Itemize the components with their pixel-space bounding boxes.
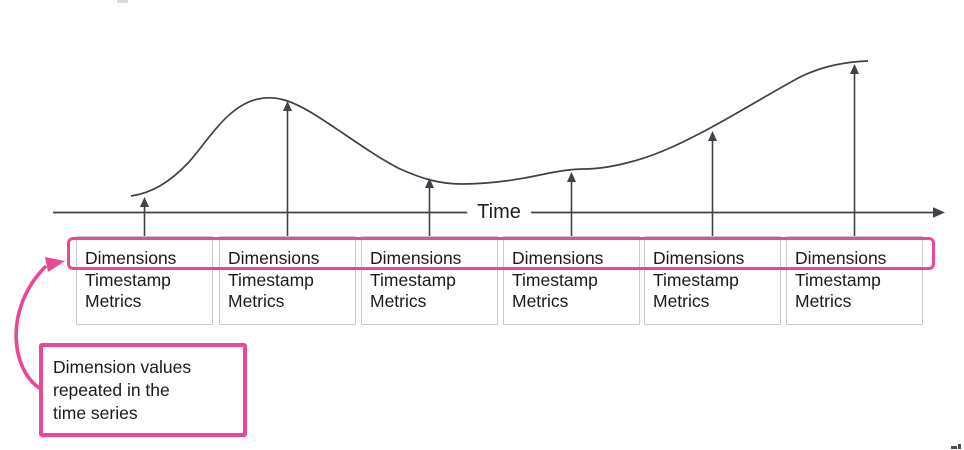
record-timestamp-label: Timestamp <box>653 269 739 290</box>
record-box-6: Dimensions Timestamp Metrics <box>786 236 923 325</box>
annotation-line: repeated in the <box>53 380 170 400</box>
annotation-arrowhead <box>45 257 65 272</box>
record-box-2: Dimensions Timestamp Metrics <box>219 236 356 325</box>
record-metrics-label: Metrics <box>228 291 285 311</box>
corner-artifact <box>958 444 961 449</box>
record-metrics-label: Metrics <box>370 291 427 311</box>
top-edge-artifact <box>117 0 128 3</box>
record-metrics-label: Metrics <box>795 291 852 311</box>
time-axis-arrowhead <box>933 207 945 218</box>
sample-arrow-6 <box>850 64 859 236</box>
record-dimensions-label: Dimensions <box>795 248 887 268</box>
record-dimensions-label: Dimensions <box>653 248 745 268</box>
annotation-callout: Dimension values repeated in the time se… <box>39 343 247 437</box>
record-box-3: Dimensions Timestamp Metrics <box>361 236 498 325</box>
record-box-5: Dimensions Timestamp Metrics <box>644 236 781 325</box>
sample-arrow-1 <box>140 197 149 236</box>
record-box-4: Dimensions Timestamp Metrics <box>503 236 640 325</box>
record-timestamp-label: Timestamp <box>85 269 171 290</box>
annotation-line: Dimension values <box>53 357 192 377</box>
annotation-line: time series <box>53 403 138 423</box>
record-metrics-label: Metrics <box>85 291 142 311</box>
sample-arrow-5 <box>708 131 717 236</box>
record-dimensions-label: Dimensions <box>85 248 177 268</box>
record-metrics-label: Metrics <box>512 291 569 311</box>
record-timestamp-label: Timestamp <box>370 269 456 290</box>
annotation-arrow <box>14 257 65 391</box>
corner-artifact <box>951 446 957 449</box>
sample-arrow-4 <box>567 172 576 236</box>
series-curve <box>130 60 869 197</box>
time-axis-label: Time <box>467 200 531 224</box>
sample-arrow-2 <box>283 101 292 236</box>
record-dimensions-label: Dimensions <box>370 248 462 268</box>
record-dimensions-label: Dimensions <box>228 248 320 268</box>
record-timestamp-label: Timestamp <box>512 269 598 290</box>
record-timestamp-label: Timestamp <box>795 269 881 290</box>
record-metrics-label: Metrics <box>653 291 710 311</box>
record-dimensions-label: Dimensions <box>512 248 604 268</box>
record-box-1: Dimensions Timestamp Metrics <box>76 236 213 325</box>
sample-arrow-3 <box>425 178 434 236</box>
record-timestamp-label: Timestamp <box>228 269 314 290</box>
